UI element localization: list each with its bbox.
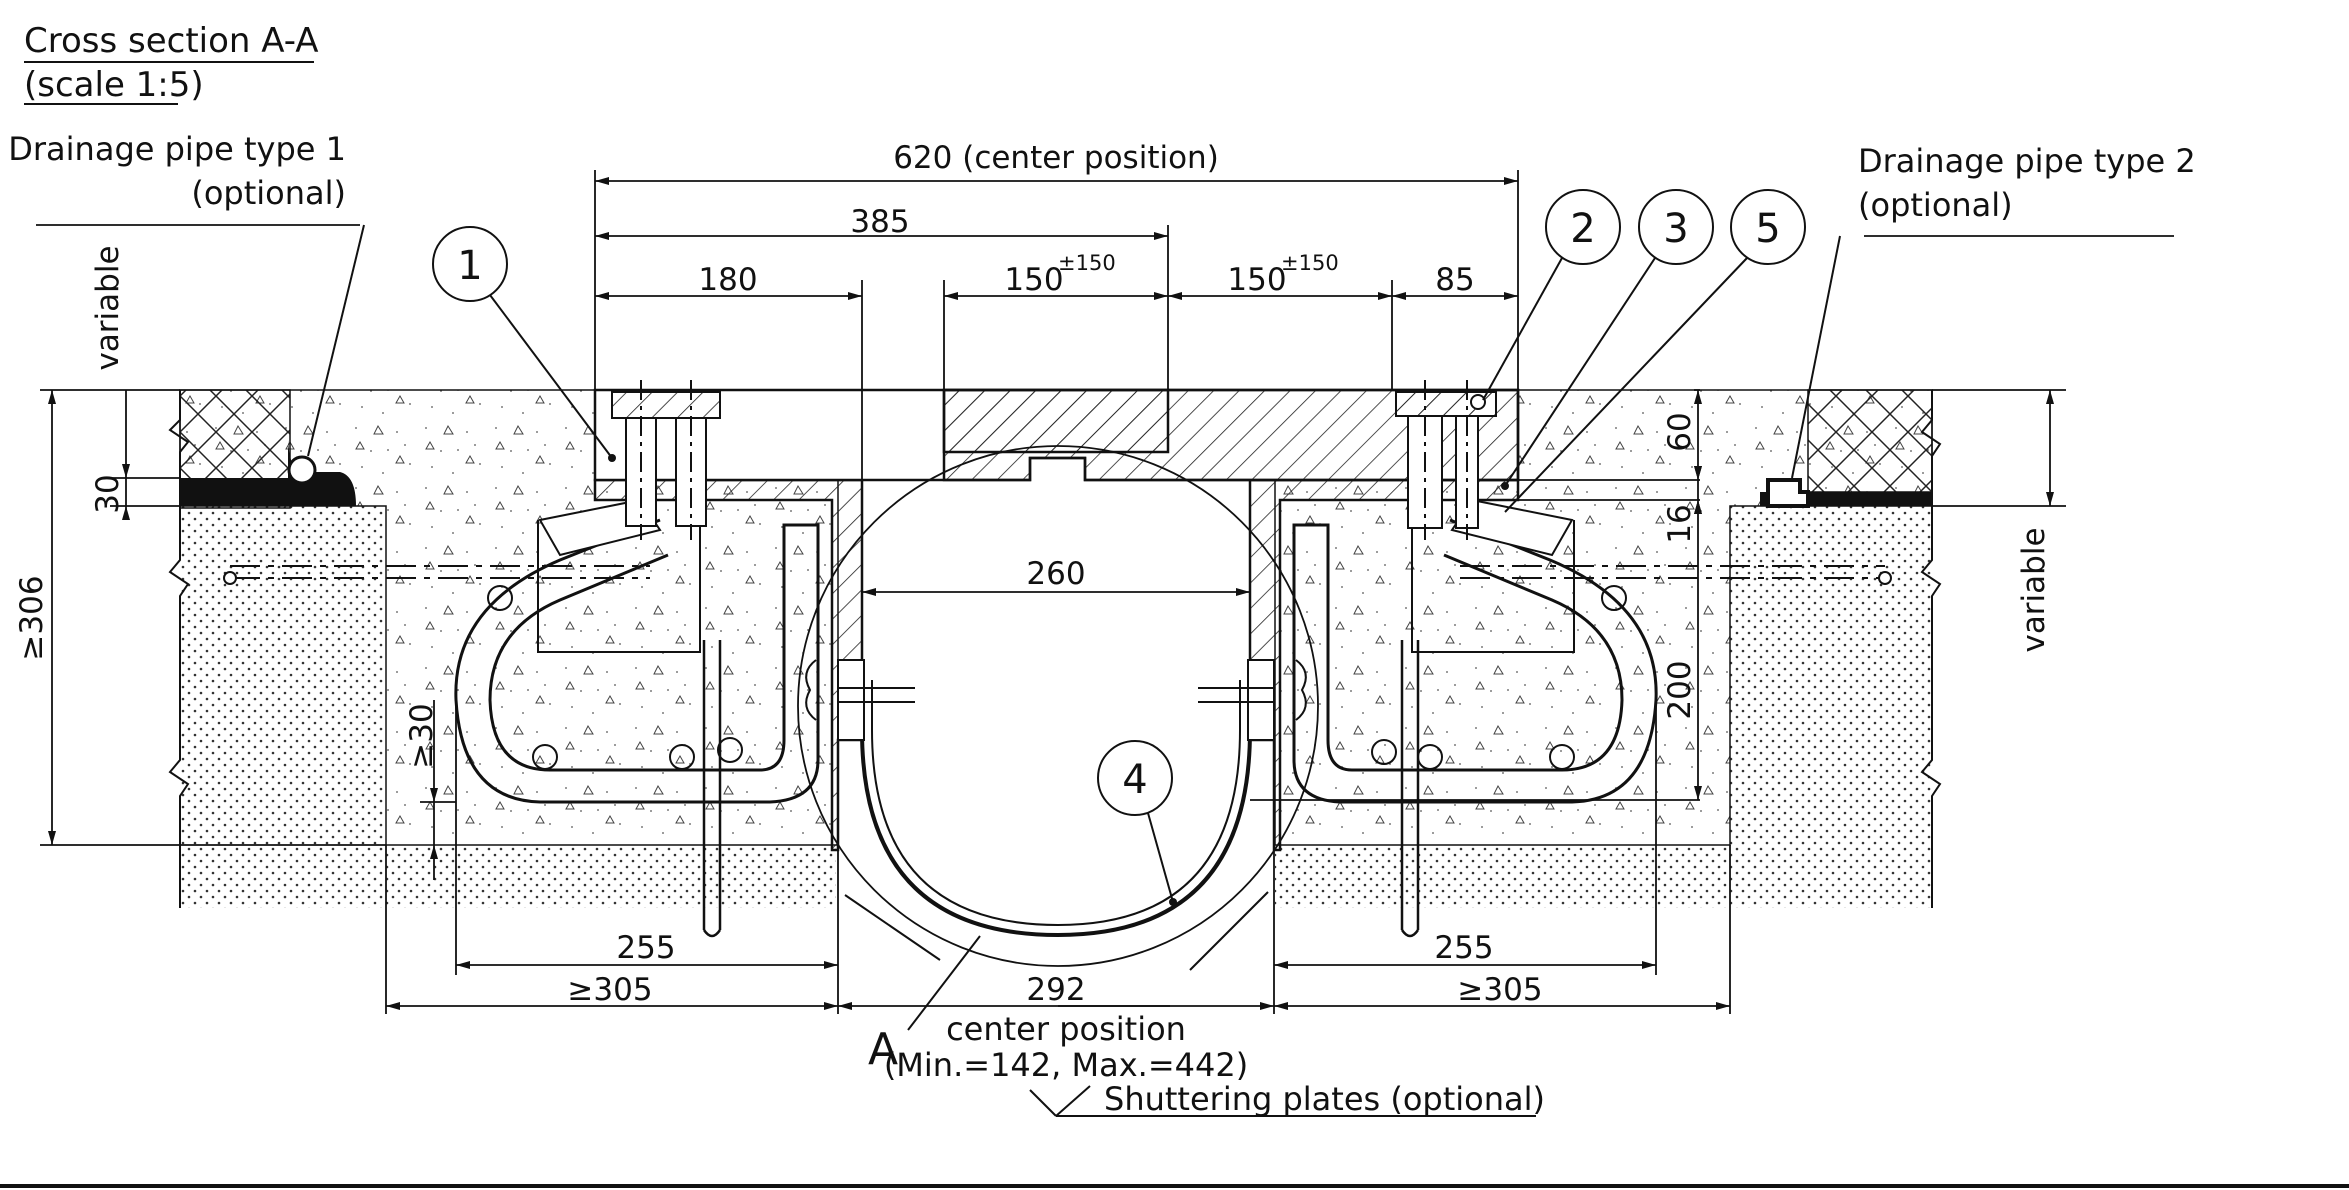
dim-292-text: 292 (1026, 972, 1085, 1008)
soil-layer (180, 506, 1932, 908)
dim-16-text: 16 (1662, 504, 1698, 543)
section-a-mark: A (868, 1024, 898, 1075)
variable-right-text: variable (2016, 527, 2052, 652)
dim-150-left-tolerance: ±150 (1058, 251, 1116, 275)
dim-30-text: 30 (90, 474, 126, 513)
min-max-text: (Min.=142, Max.=442) (884, 1046, 1248, 1084)
break-lines (168, 390, 1942, 908)
center-position-text: center position (946, 1010, 1186, 1048)
dim-255-right-text: 255 (1434, 930, 1493, 966)
bolt-group-left (611, 380, 721, 540)
bolt-group-right (1395, 380, 1497, 540)
anchor-loop-left (223, 518, 820, 938)
balloon-3: 3 (1501, 189, 1714, 490)
dimension-arrows-right (1694, 390, 2054, 800)
dim-150-right-text: 150 (1227, 262, 1286, 298)
surfacing-left (179, 389, 291, 509)
dimension-lines-bottom (385, 700, 1731, 1014)
balloon-2-text: 2 (1570, 206, 1595, 252)
anchor-loop-right (1292, 518, 1892, 938)
shuttering-arrows (844, 891, 1269, 971)
sealing-profile (805, 659, 1307, 938)
detail-circle-a (797, 445, 1319, 967)
shuttering-text: Shuttering plates (optional) (1104, 1080, 1545, 1118)
dimension-arrows-top (595, 177, 1518, 596)
title-block: Cross section A-A (scale 1:5) (24, 21, 319, 105)
drainage-pipe-type-2 (1766, 478, 1928, 508)
dim-180-text: 180 (698, 262, 757, 298)
dimension-arrows-left (48, 390, 438, 859)
drainage-2-line1: Drainage pipe type 2 (1858, 142, 2196, 180)
balloon-1: 1 (432, 226, 616, 462)
section-a-callout: A (868, 935, 981, 1075)
dim-305-right-text: ≥305 (1457, 972, 1542, 1008)
balloon-2: 2 (1482, 189, 1621, 401)
dim-30-min-text: ≥30 (404, 703, 440, 768)
drainage-2-callout: Drainage pipe type 2 (optional) (1791, 142, 2196, 479)
section-scale: (scale 1:5) (24, 65, 204, 105)
dim-200-text: 200 (1662, 660, 1698, 719)
dim-260-text: 260 (1026, 556, 1085, 592)
dim-overall-text: 620 (center position) (893, 140, 1219, 176)
dim-150-right-tolerance: ±150 (1281, 251, 1339, 275)
balloon-5: 5 (1504, 189, 1806, 513)
balloon-4-text: 4 (1122, 757, 1147, 803)
dim-305-left-text: ≥305 (567, 972, 652, 1008)
balloon-3-text: 3 (1663, 206, 1688, 252)
dimension-lines-left (36, 224, 456, 880)
dim-385-text: 385 (850, 204, 909, 240)
dim-60-text: 60 (1662, 412, 1698, 451)
drainage-pipe-type-1 (287, 392, 356, 506)
balloon-5-text: 5 (1755, 206, 1780, 252)
drainage-1-line1: Drainage pipe type 1 (8, 130, 346, 168)
dim-255-left-text: 255 (616, 930, 675, 966)
cover-plate (593, 388, 1520, 482)
balloon-1-text: 1 (457, 243, 482, 289)
dim-150-left-text: 150 (1004, 262, 1063, 298)
shuttering-callout: Shuttering plates (optional) (1029, 1080, 1545, 1118)
drainage-1-line2: (optional) (191, 174, 346, 212)
dim-85-text: 85 (1435, 262, 1474, 298)
drainage-2-line2: (optional) (1858, 186, 2013, 224)
dimension-lines-top (594, 170, 1519, 593)
dimension-lines-right (1250, 235, 2174, 801)
section-title: Cross section A-A (24, 21, 319, 61)
variable-left-text: variable (90, 245, 126, 370)
balloon-4: 4 (1097, 740, 1177, 906)
dim-306-text: ≥306 (14, 575, 50, 660)
center-position-note: center position (Min.=142, Max.=442) (884, 1010, 1248, 1084)
drainage-1-callout: Drainage pipe type 1 (optional) (8, 130, 365, 457)
